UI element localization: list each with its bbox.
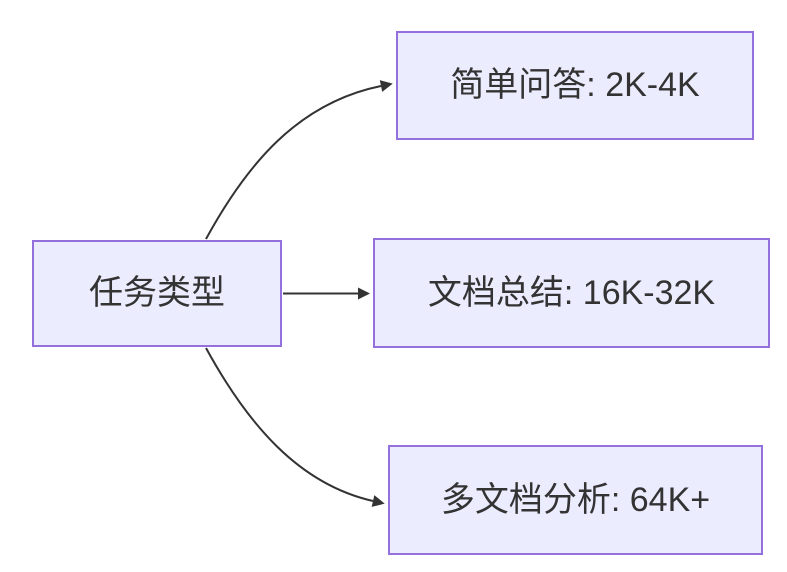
node-multi-doc-label: 多文档分析: 64K+ — [440, 480, 711, 519]
node-simple-qa: 简单问答: 2K-4K — [396, 31, 754, 140]
node-doc-summary: 文档总结: 16K-32K — [373, 238, 770, 348]
node-task-type-label: 任务类型 — [89, 274, 225, 313]
node-doc-summary-label: 文档总结: 16K-32K — [427, 273, 716, 312]
edge-task-type-to-multi-doc — [205, 347, 385, 507]
node-multi-doc: 多文档分析: 64K+ — [388, 445, 763, 555]
node-simple-qa-label: 简单问答: 2K-4K — [450, 66, 700, 105]
node-task-type: 任务类型 — [32, 240, 282, 347]
edge-task-type-to-simple-qa — [205, 80, 393, 240]
